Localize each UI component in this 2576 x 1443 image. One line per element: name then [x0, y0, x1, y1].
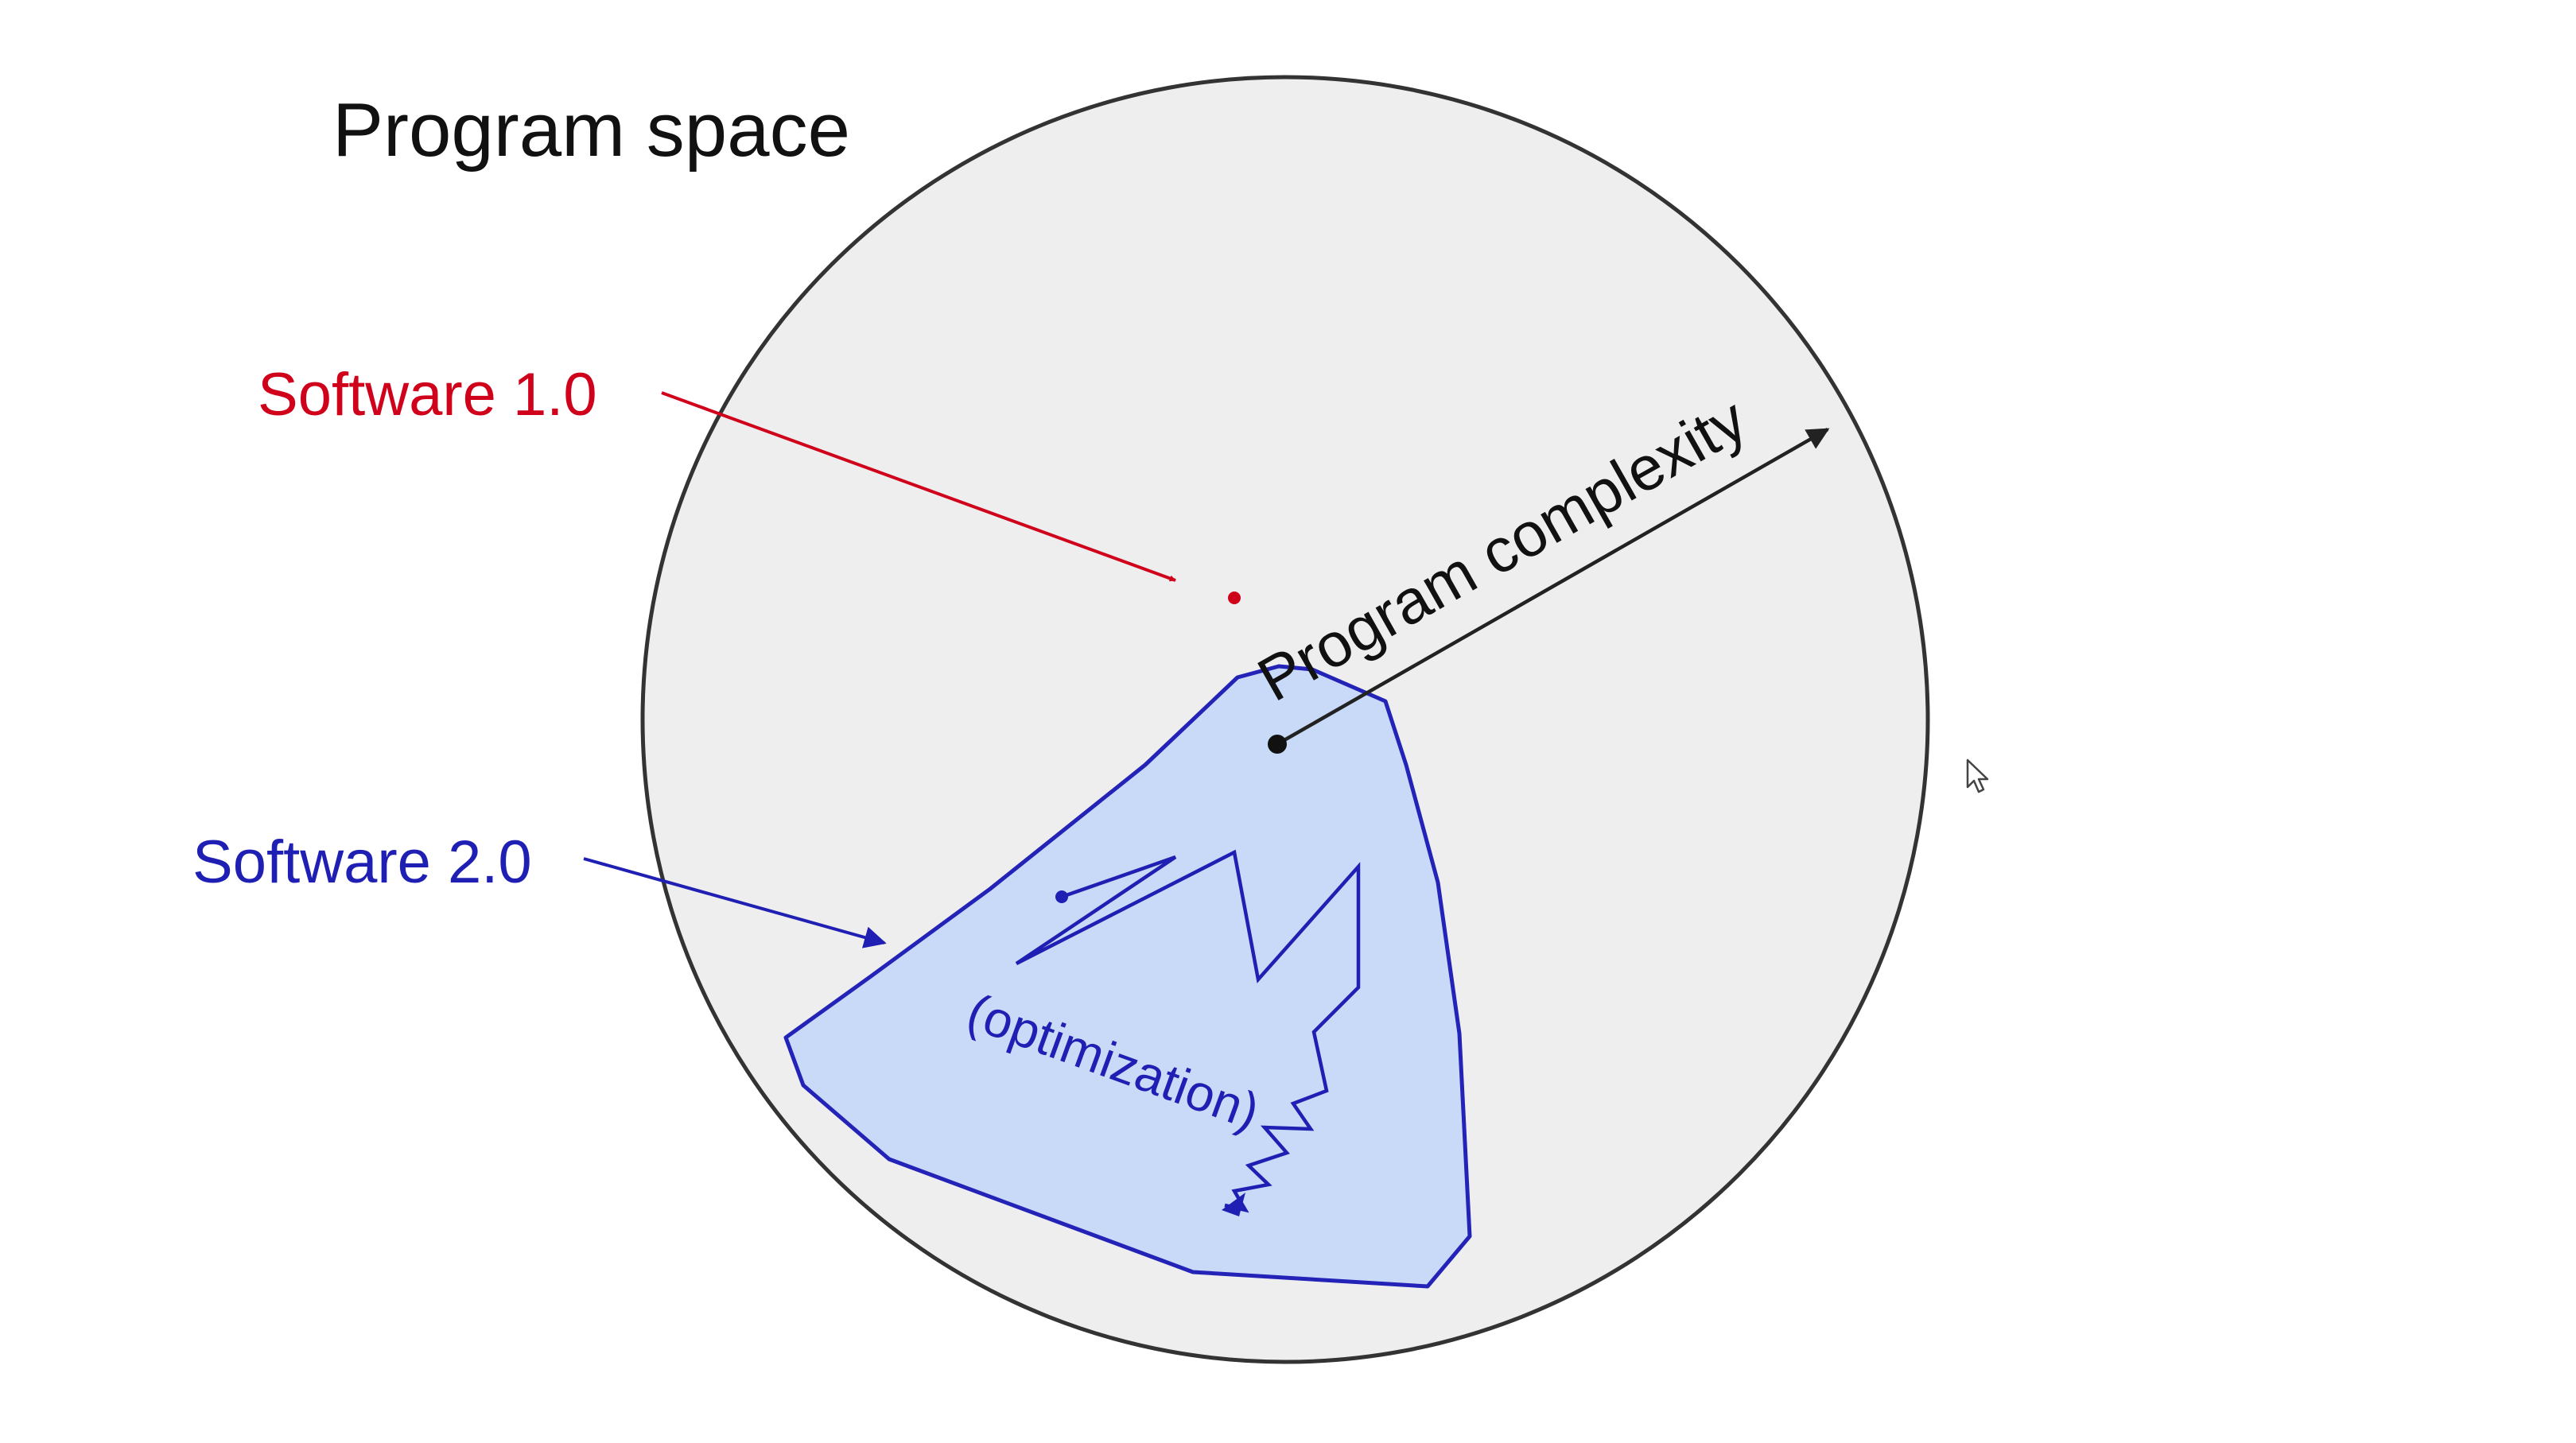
- complexity-arrow: [1276, 428, 1830, 746]
- software-1-label: Software 1.0: [258, 361, 597, 429]
- optimization-end-arrowhead: [1222, 1193, 1245, 1216]
- mouse-pointer-icon: [1966, 758, 1989, 793]
- software-2-arrow: [583, 857, 887, 948]
- software-1-arrow: [661, 391, 1176, 582]
- diagram-title: Program space: [332, 87, 850, 173]
- software-1-dot: [1228, 592, 1241, 604]
- optimization-path: [1015, 849, 1361, 1213]
- software-2-region: [783, 664, 1472, 1289]
- optimization-start-dot: [1055, 890, 1068, 903]
- center-dot: [1268, 735, 1287, 754]
- software-2-label: Software 2.0: [192, 828, 532, 896]
